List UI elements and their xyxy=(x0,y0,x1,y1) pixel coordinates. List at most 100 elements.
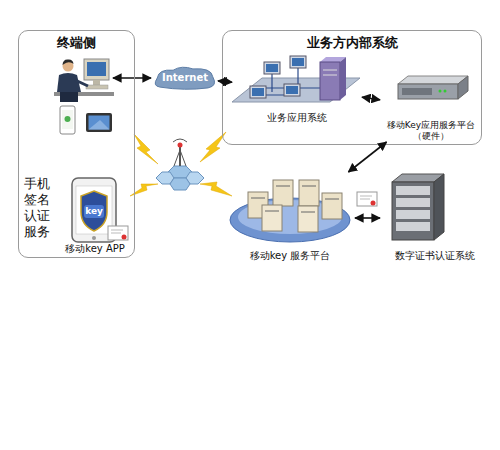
cell-tower-icon xyxy=(180,150,186,166)
cell-tower-icon xyxy=(156,139,204,190)
cell-tower-icon xyxy=(173,139,187,142)
user-computer-icon xyxy=(86,85,108,89)
system-node: 业务应用系统 xyxy=(232,52,362,124)
lightning-bolt xyxy=(134,134,158,164)
certificate-icon xyxy=(111,230,123,231)
business-network-illustration xyxy=(266,64,278,72)
vertical-label: 手机签名认证服务 xyxy=(24,176,52,240)
business-network-illustration xyxy=(264,62,280,74)
server-cluster-illustration xyxy=(262,205,282,231)
user-computer-icon xyxy=(63,59,74,65)
group-box: 业务方内部系统业务应用系统移动Key应用服务平台 （硬件） xyxy=(222,30,482,145)
user-computer-icon xyxy=(87,62,106,76)
key-badge-text: key xyxy=(84,205,104,218)
server-rack-icon xyxy=(396,198,430,207)
cell-tower-icon xyxy=(174,150,180,166)
business-network-illustration xyxy=(250,86,266,98)
connector-arrow xyxy=(362,97,380,100)
server-node: 数字证书认证系统 xyxy=(380,172,490,264)
node-label: 业务应用系统 xyxy=(233,112,361,125)
business-network-illustration xyxy=(323,75,337,76)
business-network-illustration xyxy=(290,56,306,68)
hardware-server-icon xyxy=(458,76,468,99)
key-phone-icon xyxy=(92,236,96,240)
node-label: Internet xyxy=(153,72,217,85)
connector-arrow xyxy=(355,217,380,219)
hardware-server-icon xyxy=(398,76,468,84)
connector-arrow xyxy=(218,81,232,82)
cell-tower-icon xyxy=(170,178,190,190)
user-computer-icon xyxy=(93,80,100,85)
node-label: 终端侧 xyxy=(22,35,132,51)
business-network-illustration xyxy=(252,88,264,96)
certificate-icon xyxy=(357,192,377,206)
hardware-server-icon xyxy=(402,88,432,95)
lightning-bolt xyxy=(200,182,232,196)
phone-tablet-icons xyxy=(89,116,110,130)
business-network-illustration xyxy=(232,56,360,102)
phone-tablet-icons xyxy=(89,120,110,130)
server-cluster-illustration xyxy=(276,186,290,187)
certificate-icon xyxy=(108,226,128,240)
business-network-illustration xyxy=(340,57,346,100)
phone-tablet-icons xyxy=(60,106,75,134)
certificate-icon xyxy=(357,192,377,206)
platform-node: 移动key 服务平台 xyxy=(225,172,355,264)
business-network-illustration xyxy=(286,86,298,94)
certificate-icon xyxy=(360,196,372,197)
certificate-icon xyxy=(111,233,121,234)
node-label: 业务方内部系统 xyxy=(227,35,477,51)
phone-tablet-icons xyxy=(86,113,112,132)
phone-tablet-icons xyxy=(62,110,73,129)
server-rack-icon xyxy=(396,222,430,231)
hardware-server-icon xyxy=(439,90,442,93)
server-cluster-illustration xyxy=(299,180,319,206)
hardware-server-icon xyxy=(444,90,447,93)
phone-tablet-icons xyxy=(65,116,71,122)
key-phone-icon xyxy=(76,186,112,234)
certificate-icon xyxy=(108,226,128,240)
link-arrow xyxy=(113,77,151,79)
node-label: 移动Key应用服务平台 （硬件） xyxy=(380,120,482,143)
business-network-illustration xyxy=(320,62,340,100)
business-network-illustration xyxy=(323,70,337,71)
certificate-icon xyxy=(122,235,127,240)
cloud-node: Internet xyxy=(152,65,218,91)
connector-arrow xyxy=(348,142,386,172)
server-cluster-illustration xyxy=(298,206,318,232)
key-phone-icon xyxy=(84,205,104,218)
user-computer-icon xyxy=(54,59,114,102)
server-cluster-illustration xyxy=(251,198,265,199)
server-rack-icon xyxy=(396,210,430,219)
phone-tablet-icons xyxy=(60,106,112,134)
key-phone-icon xyxy=(81,191,107,231)
node-label: 数字证书认证系统 xyxy=(381,250,489,263)
user-computer-icon xyxy=(60,92,78,102)
server-cluster-illustration xyxy=(301,212,315,213)
business-network-illustration xyxy=(284,84,300,96)
server-cluster-illustration xyxy=(322,193,342,219)
server-rack-icon xyxy=(392,182,434,240)
business-network-illustration xyxy=(292,58,304,66)
lightning-bolt xyxy=(130,132,232,196)
certificate-icon xyxy=(371,201,376,206)
certificate-icon xyxy=(360,199,370,200)
user-computer-icon xyxy=(84,59,109,80)
server-cluster-illustration xyxy=(325,199,339,200)
server-rack-icon xyxy=(396,186,430,195)
server-cluster-illustration xyxy=(230,180,350,242)
cell-tower-icon xyxy=(179,146,181,166)
node-label: 移动key 服务平台 xyxy=(226,250,354,263)
server-cluster-illustration xyxy=(273,180,293,206)
cell-tower-icon xyxy=(178,143,183,148)
node-label: 移动key APP xyxy=(55,243,135,256)
server-cluster-illustration xyxy=(302,186,316,187)
hardware-node: 移动Key应用服务平台 （硬件） xyxy=(380,72,482,142)
user-computer-icon xyxy=(75,80,88,86)
business-network-illustration xyxy=(271,72,272,92)
server-rack-icon xyxy=(434,174,444,240)
server-cluster-illustration xyxy=(265,211,279,212)
group-box: 终端侧移动key APP xyxy=(18,30,135,258)
